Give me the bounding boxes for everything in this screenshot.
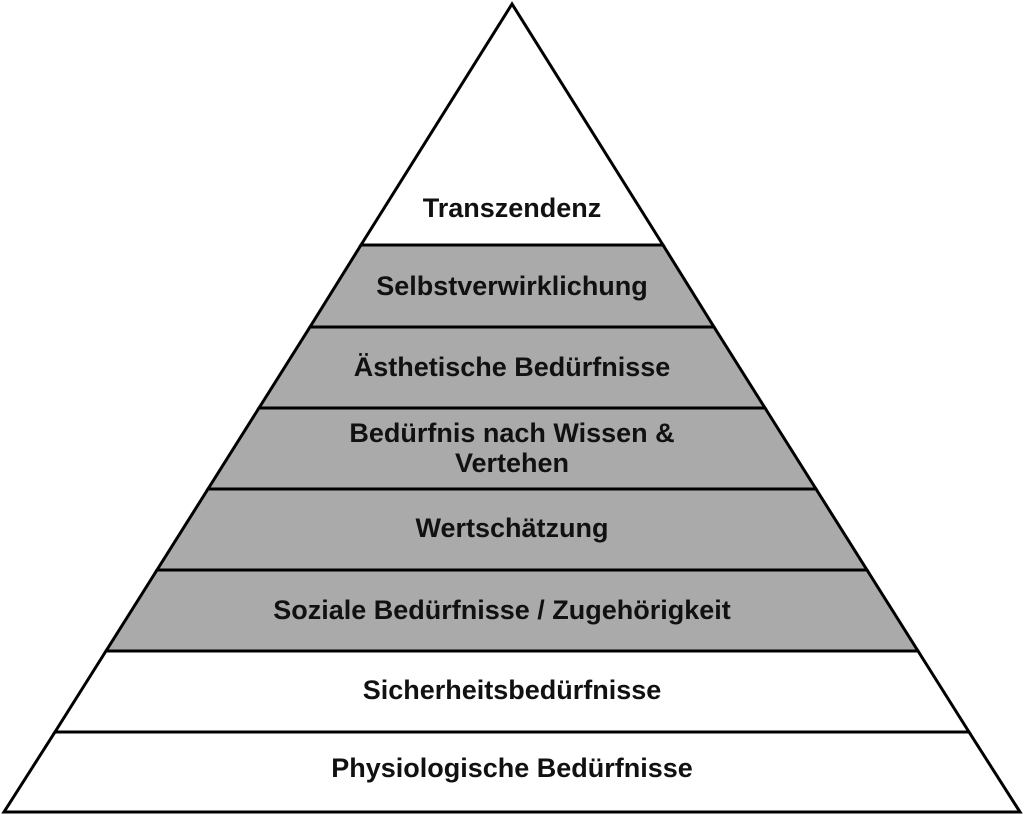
- level-label-sicherheitsbeduerfnisse: Sicherheitsbedürfnisse: [363, 675, 662, 705]
- level-label-wertschaetzung: Wertschätzung: [415, 513, 608, 543]
- level-label-soziale-beduerfnisse: Soziale Bedürfnisse / Zugehörigkeit: [273, 595, 731, 625]
- level-label-aesthetische-beduerfnisse: Ästhetische Bedürfnisse: [354, 352, 671, 382]
- level-label-selbstverwirklichung: Selbstverwirklichung: [376, 271, 648, 301]
- level-label-transzendenz: Transzendenz: [423, 193, 602, 223]
- pyramid-level-physiologische-beduerfnisse: [1, 730, 1023, 814]
- level-label-wissen-line1: Bedürfnis nach Wissen &: [349, 418, 674, 448]
- level-label-physiologische-beduerfnisse: Physiologische Bedürfnisse: [331, 753, 693, 783]
- level-label-wissen-line2: Vertehen: [455, 448, 569, 478]
